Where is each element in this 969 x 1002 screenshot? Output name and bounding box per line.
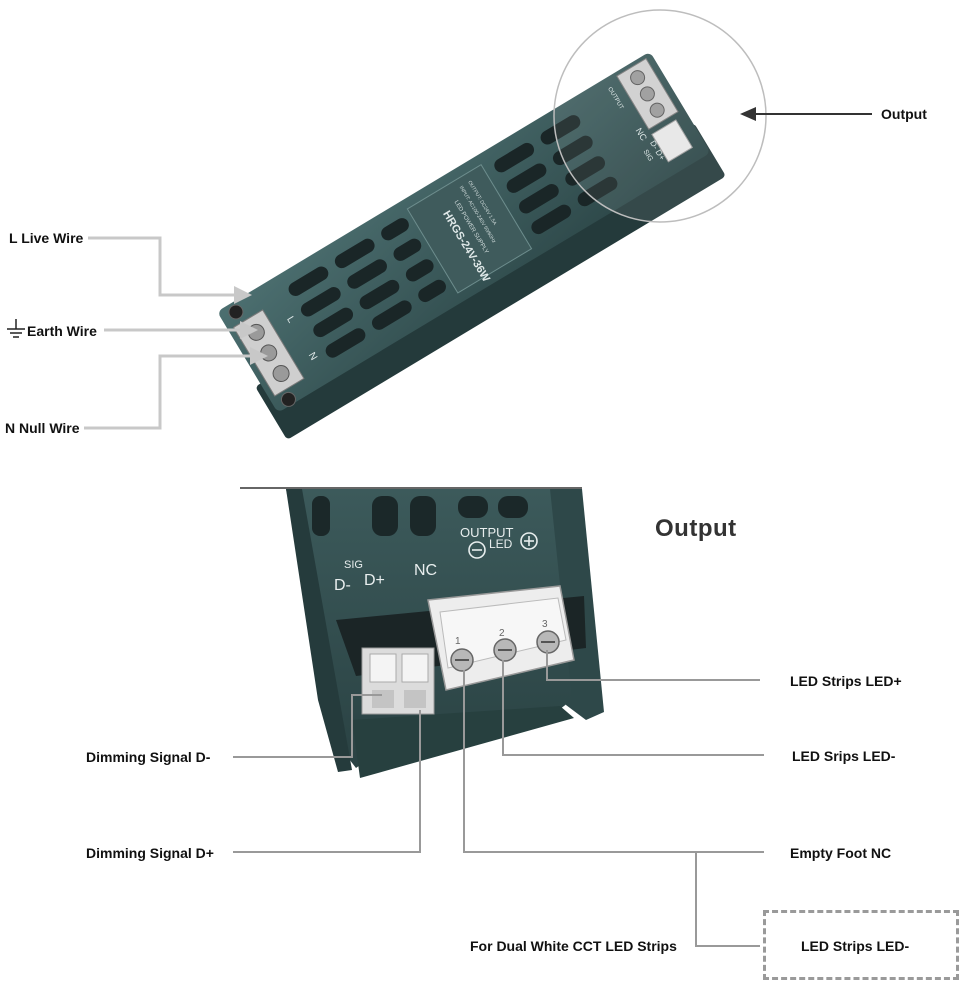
power-supply-top: [219, 53, 725, 439]
led-minus-label: LED Srips LED-: [792, 748, 896, 764]
earth-wire-label: Earth Wire: [27, 323, 97, 339]
device-closeup-texts: SIG D- D+ NC OUTPUT LED 1 2 3: [334, 525, 548, 647]
led-text: LED: [489, 537, 513, 551]
sig-text: SIG: [344, 559, 363, 571]
terminal-n-text: N: [306, 351, 319, 363]
led-minus-box-label: LED Strips LED-: [801, 938, 910, 954]
terminal-1-text: 1: [455, 636, 461, 647]
null-wire-label: N Null Wire: [5, 420, 80, 436]
power-supply-closeup: [286, 489, 604, 778]
terminal-2-text: 2: [499, 628, 505, 639]
output-callout-lines: [233, 650, 764, 947]
minus-circle-icon: [468, 541, 486, 559]
nc-text: NC: [414, 562, 437, 579]
terminal-l-text: L: [284, 315, 297, 326]
led-plus-label: LED Strips LED+: [790, 673, 902, 689]
d-plus-text: D+: [364, 572, 385, 589]
output-arrow-head: [740, 107, 756, 121]
dimming-d-plus-label: Dimming Signal D+: [86, 845, 214, 861]
input-callout-lines: [84, 236, 252, 430]
ground-icon: [7, 319, 25, 338]
plus-circle-icon: [520, 532, 538, 550]
empty-nc-label: Empty Foot NC: [790, 845, 892, 861]
d-minus-text: D-: [334, 577, 351, 594]
dimming-d-minus-label: Dimming Signal D-: [86, 749, 211, 765]
output-text: OUTPUT: [460, 525, 514, 540]
input-callout-arrows: [234, 286, 268, 365]
live-wire-label: L Live Wire: [9, 230, 84, 246]
dual-white-label: For Dual White CCT LED Strips: [470, 938, 677, 954]
output-highlight-circle: [553, 9, 767, 223]
dual-white-dashed-box: [763, 910, 959, 980]
terminal-3-text: 3: [542, 619, 548, 630]
output-label: Output: [881, 106, 927, 122]
output-heading: Output: [655, 515, 737, 542]
